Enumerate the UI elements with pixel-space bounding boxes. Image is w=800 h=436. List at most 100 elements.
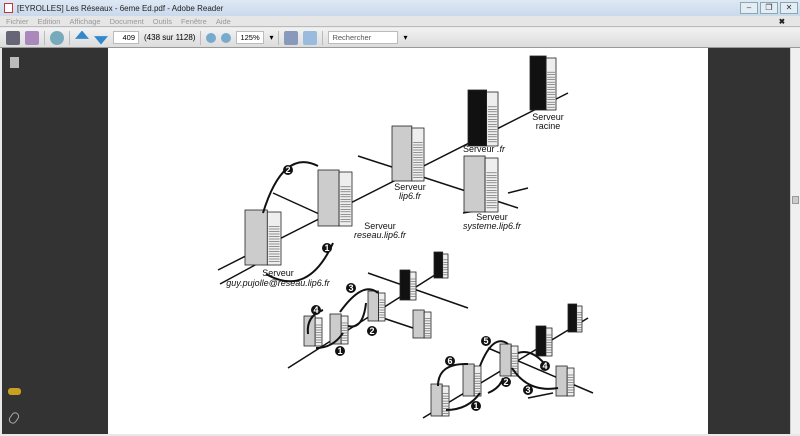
label-guy-title: Serveur [262, 268, 294, 278]
request-arrow [487, 377, 504, 394]
server-icon [567, 303, 578, 333]
step-badge [346, 283, 356, 293]
right-gutter [708, 48, 790, 434]
step-badge [335, 346, 345, 356]
server-icon-side [423, 311, 432, 339]
separator [278, 30, 280, 45]
step-number: 1 [337, 346, 342, 356]
collaborate-icon[interactable] [50, 30, 64, 45]
step-number: 2 [503, 377, 508, 387]
step-number: 4 [313, 305, 318, 315]
menu-aide[interactable]: Aide [215, 16, 231, 26]
zoom-out-icon[interactable] [206, 32, 217, 43]
step-number: 2 [285, 165, 290, 175]
label-systeme-title: Serveur [476, 212, 508, 222]
step-badge [283, 165, 293, 175]
server-icon-side [378, 292, 386, 322]
menu-fenetre[interactable]: Fenêtre [180, 16, 207, 26]
menu-edition[interactable]: Edition [37, 16, 61, 26]
server-icon-side [545, 57, 557, 111]
step-badge [471, 401, 481, 411]
print-icon[interactable] [6, 30, 20, 45]
zoom-level-select[interactable]: 125% [236, 31, 265, 44]
separator [44, 30, 45, 45]
network-line [507, 187, 529, 194]
server-icon [462, 363, 475, 397]
network-line [527, 392, 554, 399]
navigation-panel [2, 48, 108, 434]
zoom-in-icon[interactable] [221, 32, 232, 43]
step-number: 1 [473, 401, 478, 411]
separator [69, 30, 70, 45]
full-screen-icon[interactable] [303, 30, 318, 45]
server-icon [329, 313, 342, 345]
step-badge [481, 336, 491, 346]
step-number: 4 [542, 361, 547, 371]
network-line [367, 272, 469, 309]
page-number-input[interactable]: 409 [113, 31, 139, 44]
request-arrow [265, 242, 334, 283]
server-icon-side [576, 305, 583, 333]
separator [322, 30, 324, 45]
server-icon [535, 325, 547, 357]
step-badge [501, 377, 511, 387]
close-document-button[interactable]: ✖ [778, 16, 785, 26]
step-badge [367, 326, 377, 336]
request-arrow [437, 362, 469, 387]
server-icon [399, 269, 411, 301]
menu-outils[interactable]: Outils [152, 16, 172, 26]
step-number: 3 [348, 283, 353, 293]
menu-fichier[interactable]: Fichier [6, 16, 29, 26]
next-page-icon[interactable] [94, 36, 108, 45]
step-number: 6 [447, 356, 452, 366]
pdf-page: Serveur racine Serveur .fr Serveur lip6.… [108, 48, 708, 434]
toolbar: 409 (438 sur 1128) 125% ▾ Rechercher ▾ [0, 28, 800, 48]
attachment-icon[interactable] [7, 410, 21, 426]
server-icon [412, 309, 425, 339]
server-icon [529, 55, 547, 111]
fit-width-icon[interactable] [284, 30, 299, 45]
page-info: (438 sur 1128) [144, 33, 196, 42]
restore-button[interactable]: ❐ [760, 2, 778, 14]
server-icon [244, 209, 268, 266]
vertical-scrollbar[interactable] [790, 48, 800, 434]
title-bar: [EYROLLES] Les Réseaux - 6eme Ed.pdf - A… [0, 0, 800, 16]
menu-bar: Fichier Edition Affichage Document Outil… [0, 16, 800, 27]
separator [200, 30, 202, 45]
scrollbar-thumb[interactable] [792, 196, 799, 204]
server-icon [391, 125, 413, 182]
server-icon [499, 343, 512, 377]
step-number: 3 [525, 385, 530, 395]
server-icon-side [340, 315, 349, 345]
request-arrow [511, 367, 559, 390]
menu-document[interactable]: Document [109, 16, 144, 26]
server-icon-side [442, 253, 449, 279]
step-badge [322, 243, 332, 253]
label-lip6-name: lip6.fr [399, 191, 422, 201]
label-systeme-name: systeme.lip6.fr [463, 221, 522, 231]
server-icon [367, 290, 379, 322]
step-badge [311, 305, 321, 315]
close-button[interactable]: ✕ [780, 2, 798, 14]
request-arrow [347, 302, 367, 328]
label-reseau-name: reseau.lip6.fr [354, 230, 407, 240]
server-icon-side [411, 127, 425, 182]
label-fr: Serveur .fr [463, 144, 506, 154]
comments-icon[interactable] [8, 388, 21, 395]
chevron-down-icon[interactable]: ▾ [269, 33, 274, 42]
step-number: 5 [483, 336, 488, 346]
menu-affichage[interactable]: Affichage [69, 16, 101, 26]
step-badge [445, 356, 455, 366]
pages-icon[interactable] [10, 57, 19, 68]
search-input[interactable]: Rechercher [328, 31, 399, 44]
share-icon[interactable] [25, 30, 39, 45]
search-dropdown-icon[interactable]: ▾ [403, 33, 408, 42]
network-line [382, 317, 414, 329]
label-reseau-title: Serveur [364, 221, 396, 231]
server-icon [433, 251, 444, 279]
previous-page-icon[interactable] [75, 30, 89, 39]
server-icon [430, 383, 443, 417]
request-arrow [339, 288, 379, 313]
step-number: 1 [324, 243, 329, 253]
minimize-button[interactable]: – [740, 2, 758, 14]
